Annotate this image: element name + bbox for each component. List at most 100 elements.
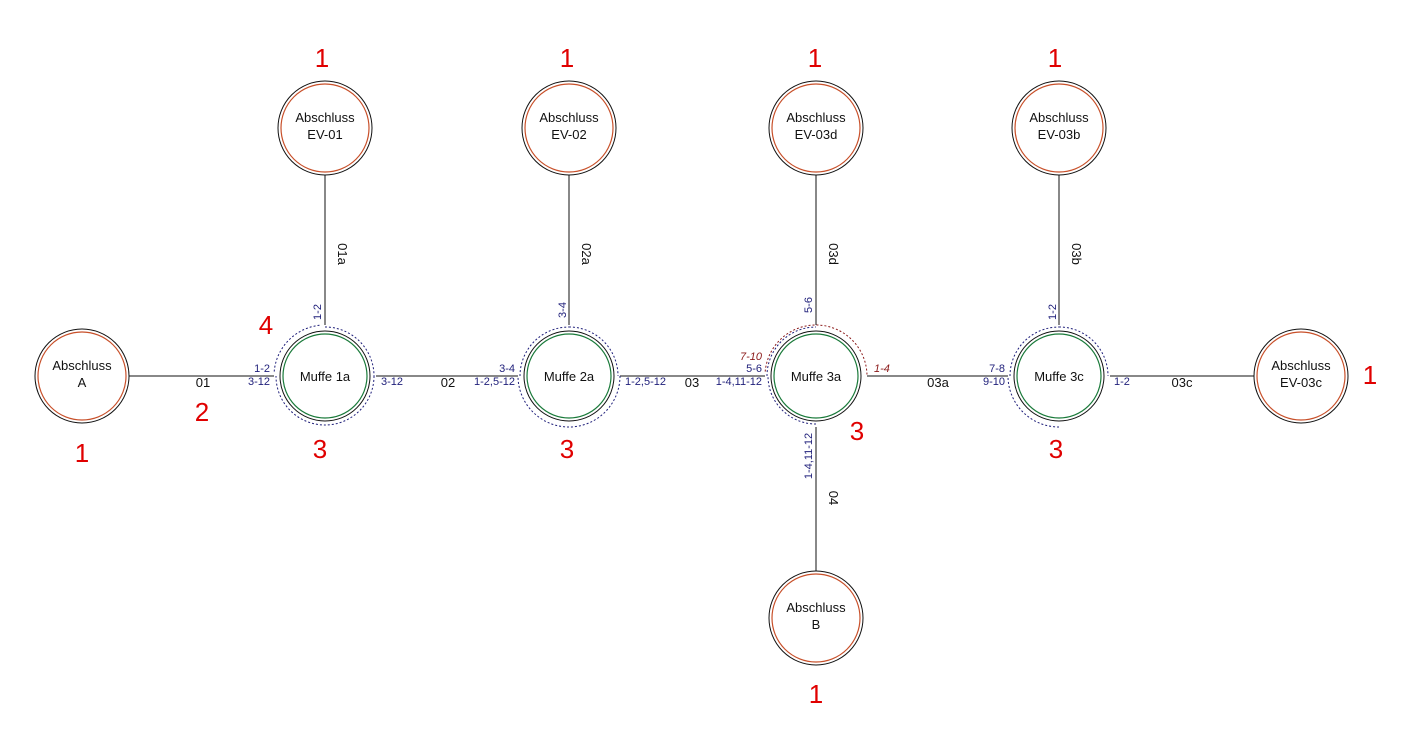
fiber-label-m2a-02a: 3-4	[557, 302, 569, 318]
fiber-label-m1a-01-bot: 3-12	[248, 376, 270, 388]
splice-inner-ring	[526, 333, 612, 419]
termination-inner-ring	[280, 83, 370, 173]
node-label-line1: Abschluss	[295, 110, 355, 125]
cable-label-03a: 03a	[927, 375, 949, 390]
fiber-label-m3a-03-bot: 1-4,11-12	[716, 376, 762, 388]
node-m2a: Muffe 2a	[523, 330, 615, 422]
fiber-label-m3a-03d: 5-6	[803, 297, 815, 313]
node-label-line2: EV-01	[307, 127, 342, 142]
node-label-line2: EV-02	[551, 127, 586, 142]
termination-outer-ring	[1253, 328, 1349, 424]
count-m2a: 3	[560, 434, 574, 464]
node-label-line1: Abschluss	[539, 110, 599, 125]
count-ev03d: 1	[808, 43, 822, 73]
cable-label-03b: 03b	[1069, 243, 1084, 265]
fiber-label-m3a-03-red: 7-10	[740, 351, 763, 363]
fiber-label-m2a-03: 1-2,5-12	[625, 376, 666, 388]
termination-outer-ring	[768, 80, 864, 176]
fiber-arc-m3c-b	[1007, 375, 1060, 428]
fiber-label-m1a-01-top: 1-2	[254, 363, 270, 375]
cable-label-01a: 01a	[335, 243, 350, 265]
cable-label-03c: 03c	[1172, 375, 1193, 390]
termination-inner-ring	[1256, 331, 1346, 421]
termination-inner-ring	[37, 331, 127, 421]
splice-inner-ring	[282, 333, 368, 419]
fiber-arc-m2a-b	[517, 375, 621, 428]
count-ev03c: 1	[1363, 360, 1377, 390]
fiber-label-m3c-03a-bot: 9-10	[983, 376, 1005, 388]
node-label-line2: EV-03d	[795, 127, 838, 142]
nodes-layer: AbschlussAAbschlussEV-01AbschlussEV-02Ab…	[34, 80, 1349, 666]
splice-outer-ring	[523, 330, 615, 422]
node-m3c: Muffe 3c	[1013, 330, 1105, 422]
count-m1a-extra: 4	[259, 310, 273, 340]
termination-outer-ring	[277, 80, 373, 176]
termination-inner-ring	[1014, 83, 1104, 173]
fiber-arc-m1a-b	[275, 375, 375, 426]
fiber-label-m3a-03a: 1-4	[874, 363, 890, 375]
fiber-label-m3c-03c: 1-2	[1114, 376, 1130, 388]
node-label: Muffe 1a	[300, 369, 351, 384]
node-label-line2: B	[812, 617, 821, 632]
fiber-arc-m2a-c	[568, 326, 619, 377]
node-label-line2: EV-03b	[1038, 127, 1081, 142]
count-ev03b: 1	[1048, 43, 1062, 73]
node-label-line1: Abschluss	[786, 110, 846, 125]
splice-outer-ring	[279, 330, 371, 422]
termination-outer-ring	[1011, 80, 1107, 176]
fiber-arc-m2a-a	[519, 326, 570, 377]
cable-label-04: 04	[826, 491, 841, 505]
node-label-line1: Abschluss	[786, 600, 846, 615]
fiber-arc-m3a-a	[766, 326, 817, 377]
node-label-line2: A	[78, 375, 87, 390]
fiber-label-m1a-01a: 1-2	[312, 304, 324, 320]
cables-layer	[129, 175, 1254, 571]
fiber-arc-m3c-c	[1058, 326, 1109, 377]
node-label: Muffe 3a	[791, 369, 842, 384]
termination-inner-ring	[524, 83, 614, 173]
count-b: 1	[809, 679, 823, 709]
count-a: 1	[75, 438, 89, 468]
splice-inner-ring	[1016, 333, 1102, 419]
fiber-label-m3a-04: 1-4,11-12	[803, 433, 815, 479]
cable-label-02a: 02a	[579, 243, 594, 265]
fiber-label-m2a-02-bot: 1-2,5-12	[474, 376, 515, 388]
splice-inner-ring	[773, 333, 859, 419]
count-ev01: 1	[315, 43, 329, 73]
node-label-line1: Abschluss	[1029, 110, 1089, 125]
node-label: Muffe 3c	[1034, 369, 1084, 384]
fiber-arc-m3a-b	[767, 375, 817, 425]
node-label: Muffe 2a	[544, 369, 595, 384]
fiber-arcs-layer	[273, 324, 1109, 428]
splice-outer-ring	[770, 330, 862, 422]
termination-outer-ring	[521, 80, 617, 176]
fiber-label-m2a-02-top: 3-4	[499, 363, 515, 375]
count-cable-01: 2	[195, 397, 209, 427]
node-label-line1: Abschluss	[52, 358, 112, 373]
splice-outer-ring	[1013, 330, 1105, 422]
cable-label-02: 02	[441, 375, 455, 390]
fiber-label-m1a-02: 3-12	[381, 376, 403, 388]
node-label-line2: EV-03c	[1280, 375, 1322, 390]
fiber-arc-m3a-red	[764, 324, 868, 377]
fiber-arc-m1a-a	[324, 326, 375, 377]
node-m1a: Muffe 1a	[279, 330, 371, 422]
termination-inner-ring	[771, 573, 861, 663]
cable-label-03: 03	[685, 375, 699, 390]
fiber-label-m3c-03a-top: 7-8	[989, 363, 1005, 375]
termination-inner-ring	[771, 83, 861, 173]
node-label-line1: Abschluss	[1271, 358, 1331, 373]
fiber-label-m3a-03-mid: 5-6	[746, 363, 762, 375]
termination-outer-ring	[768, 570, 864, 666]
termination-outer-ring	[34, 328, 130, 424]
count-m3a: 3	[850, 416, 864, 446]
fiber-arc-m3c-a	[1009, 326, 1060, 377]
